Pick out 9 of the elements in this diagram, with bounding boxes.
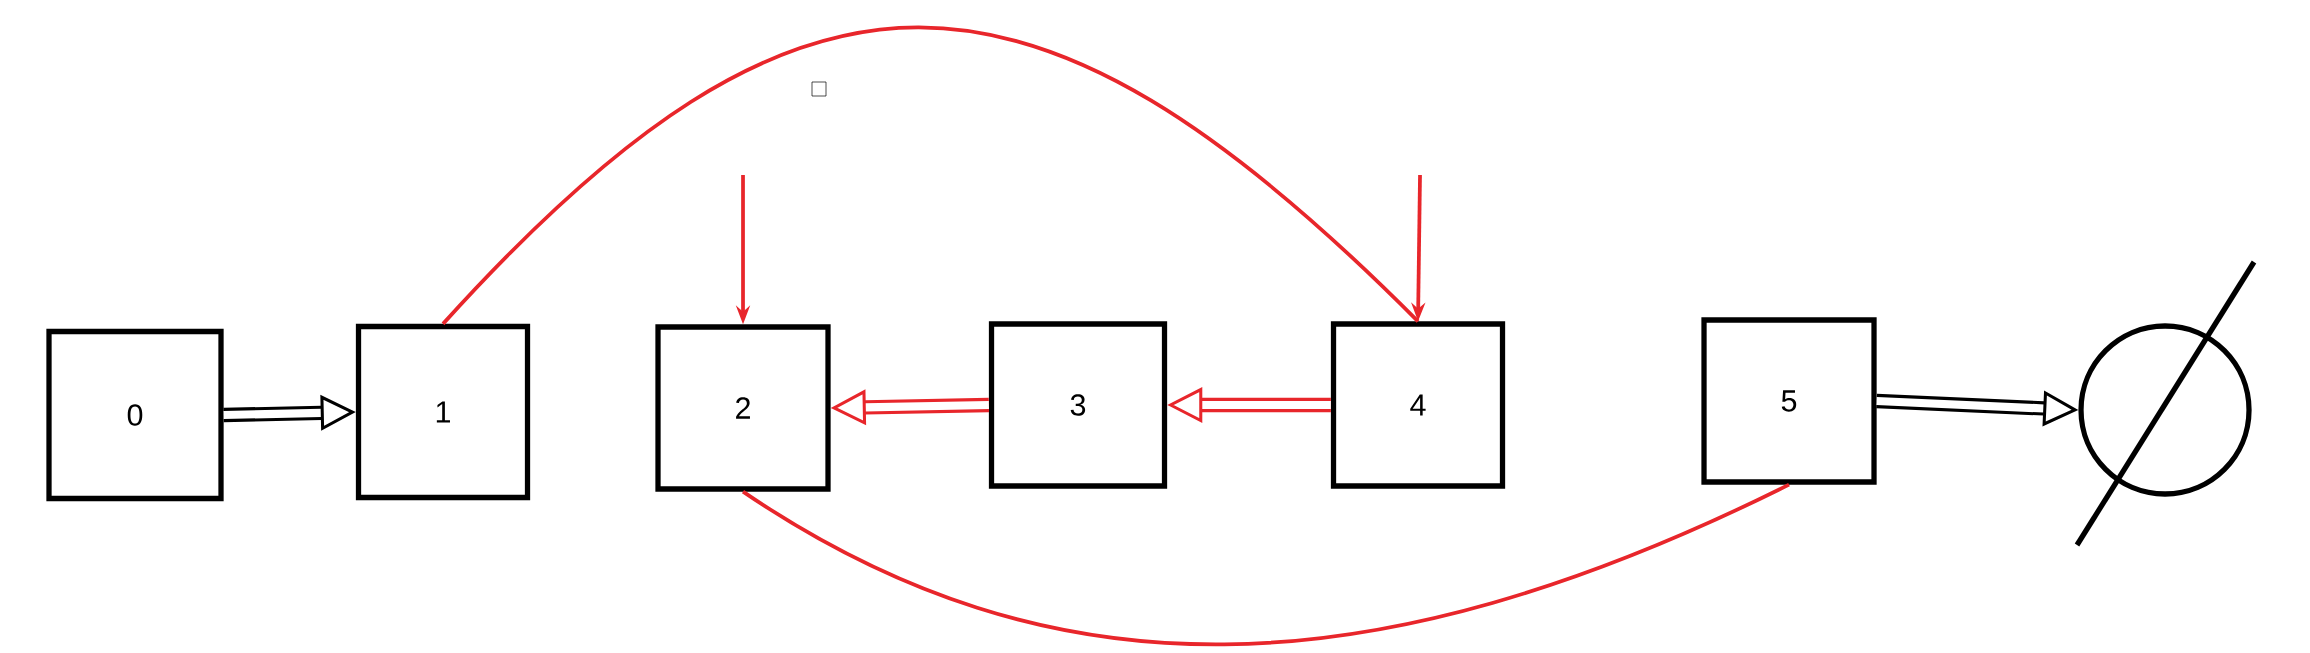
connector-line bbox=[441, 25, 1420, 326]
box: 5 bbox=[1701, 317, 1877, 485]
box: 2 bbox=[655, 324, 831, 492]
box: 4 bbox=[1330, 321, 1506, 489]
connector-line bbox=[742, 482, 1790, 647]
box: 0 bbox=[46, 328, 224, 502]
empty-set-symbol bbox=[2074, 260, 2257, 547]
box: 3 bbox=[988, 321, 1168, 489]
box: 1 bbox=[355, 323, 531, 501]
